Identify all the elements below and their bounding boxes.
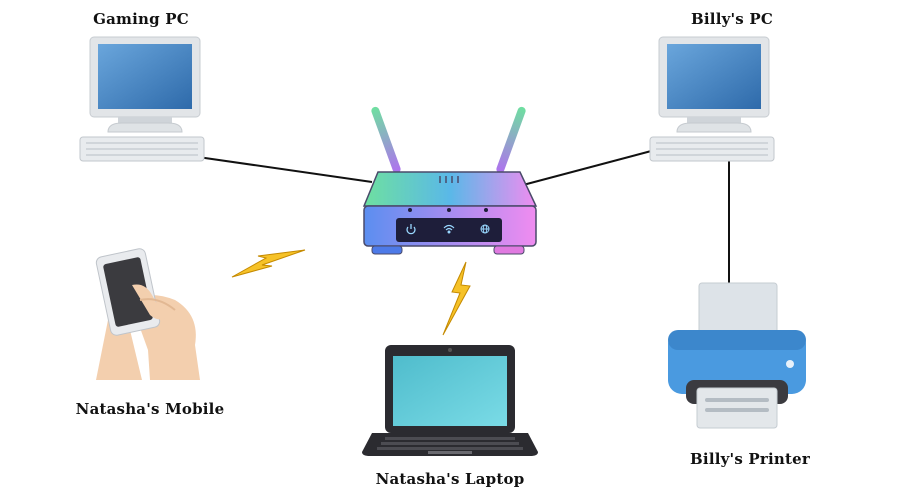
- router-antenna-right: [496, 106, 526, 174]
- billys-printer-icon: [668, 282, 806, 429]
- router-icon: [362, 106, 538, 255]
- wireless-bolt-laptop: [442, 261, 471, 336]
- billys-pc-label: Billy's PC: [691, 10, 773, 28]
- gaming-pc-label: Gaming PC: [93, 10, 189, 28]
- wifi-icon: [443, 224, 455, 234]
- natashas-mobile-icon: [95, 248, 200, 380]
- billys-printer-label: Billy's Printer: [690, 450, 810, 468]
- wire-gaming-pc-router: [197, 156, 373, 183]
- wire-billys-pc-router: [522, 149, 656, 186]
- power-icon: [406, 224, 416, 235]
- natashas-mobile-label: Natasha's Mobile: [75, 400, 225, 418]
- natashas-laptop-icon: [362, 345, 538, 456]
- billys-pc-icon: [649, 36, 775, 162]
- router-antenna-left: [371, 106, 401, 174]
- globe-icon: [480, 224, 490, 234]
- wireless-bolt-mobile: [231, 249, 306, 278]
- natashas-laptop-label: Natasha's Laptop: [375, 470, 525, 488]
- gaming-pc-icon: [79, 36, 205, 162]
